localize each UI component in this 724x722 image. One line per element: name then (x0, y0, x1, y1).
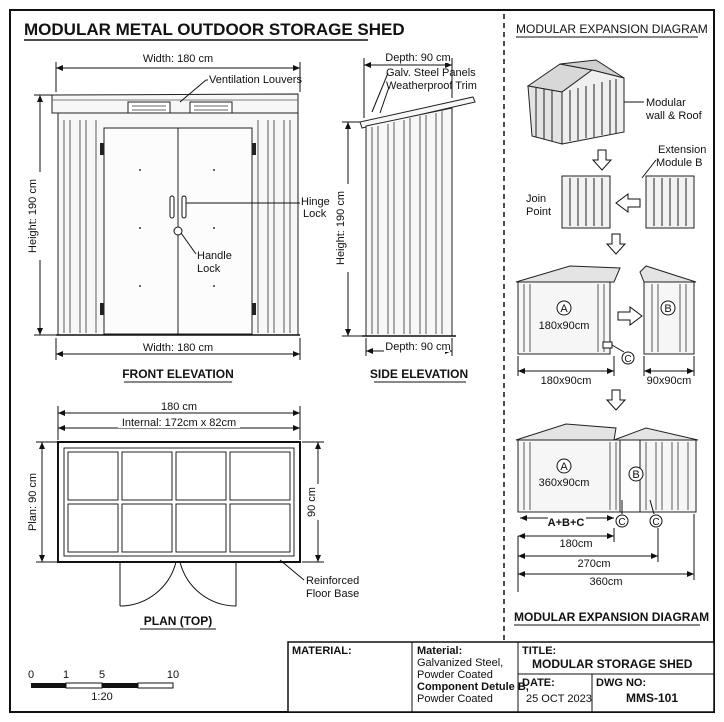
side-height-label: Height: 190 cm (335, 191, 347, 265)
scale-tick-0: 0 (28, 669, 34, 681)
ventilation-louvers-label: Ventilation Louvers (209, 74, 302, 86)
front-width-top-label: Width: 180 cm (143, 53, 213, 65)
plan-left-dim-label: Plan: 90 cm (27, 473, 39, 531)
title-label: TITLE: (522, 645, 556, 657)
door-handle-left (169, 195, 175, 219)
join-point-label-2: Point (526, 206, 551, 218)
date-value: 25 OCT 2023 (526, 693, 592, 705)
front-height-label: Height: 190 cm (27, 179, 39, 253)
handle-lock-label: Lock (197, 263, 221, 275)
side-elevation-caption: SIDE ELEVATION (370, 367, 468, 381)
combined-b-marker: B (632, 469, 639, 481)
door-handle-right (181, 195, 187, 219)
dim-270-label: 270cm (577, 558, 610, 570)
dim-a-label: 180x90cm (541, 375, 592, 387)
expansion-diagram: MODULAR EXPANSION DIAGRAM Modular wall &… (514, 22, 709, 626)
galv-panels-label: Galv. Steel Panels (386, 67, 476, 79)
component-label: Component Detule B, (417, 681, 529, 693)
expansion-title-bottom: MODULAR EXPANSION DIAGRAM (514, 610, 709, 624)
dim-360-label: 360cm (589, 576, 622, 588)
floor-grid (67, 451, 291, 553)
module-a-size: 180x90cm (539, 320, 590, 332)
module-a-elevation (517, 281, 611, 355)
hinge-lock-label: Lock (303, 208, 327, 220)
side-depth-top-label: Depth: 90 cm (385, 52, 450, 64)
dim-b-label: 90x90cm (647, 375, 692, 387)
door-swing (119, 561, 237, 607)
module-b-marker: B (664, 303, 671, 315)
material-line-2: Powder Coated (417, 669, 493, 681)
front-left-door (103, 127, 179, 335)
combined-shed-elevation (517, 439, 697, 513)
floor-base-label-1: Reinforced (306, 575, 359, 587)
material-label: Material: (417, 645, 462, 657)
scale-tick-1: 1 (63, 669, 69, 681)
floor-base-label-2: Floor Base (306, 588, 359, 600)
side-depth-bottom-label: Depth: 90 cm (385, 341, 450, 353)
side-elevation: Depth: 90 cm Galv. Steel Panels Weatherp… (335, 51, 477, 383)
front-right-door (177, 127, 253, 335)
front-elevation-caption: FRONT ELEVATION (122, 367, 234, 381)
door-lock (173, 226, 183, 236)
arrow-left (615, 193, 641, 213)
dwg-label: DWG NO: (596, 677, 646, 689)
module-a-panel (561, 175, 611, 229)
material-head: MATERIAL: (292, 645, 352, 657)
arrow-down-2 (605, 233, 627, 255)
extension-label-1: Extension (658, 144, 706, 156)
plan-overall-label: 180 cm (161, 401, 197, 413)
plan-view: 180 cm Internal: 172cm x 82cm Plan: 90 c… (27, 399, 359, 630)
weatherproof-trim-label: Weatherproof Trim (386, 80, 477, 92)
plan-right-dim-label: 90 cm (306, 487, 318, 517)
arrow-down-1 (591, 149, 613, 171)
combined-a-marker: A (560, 461, 568, 473)
scale-tick-10: 10 (167, 669, 179, 681)
sheet-title: MODULAR METAL OUTDOOR STORAGE SHED (24, 20, 405, 39)
component-line-1: Powder Coated (417, 693, 493, 705)
scale-bar: 0 1 5 10 1:20 (28, 669, 179, 703)
join-point-label-1: Join (526, 193, 546, 205)
arrow-right (617, 306, 643, 326)
module-c-marker-3: C (652, 517, 659, 528)
combined-a-size: 360x90cm (539, 477, 590, 489)
front-left-wall-ribs (63, 120, 291, 333)
hinge-label: Hinge (301, 196, 330, 208)
module-b-panel (645, 175, 695, 229)
dwg-value: MMS-101 (626, 691, 678, 705)
plan-internal-label: Internal: 172cm x 82cm (122, 417, 236, 429)
scale-tick-5: 5 (99, 669, 105, 681)
module-c-marker-2: C (618, 517, 625, 528)
extension-label-2: Module B (656, 157, 702, 169)
plan-caption: PLAN (TOP) (144, 614, 212, 628)
module-b-elevation (643, 281, 695, 355)
abc-label: A+B+C (548, 517, 585, 529)
module-a-marker: A (560, 303, 568, 315)
arrow-down-3 (605, 389, 627, 411)
side-wall-ribs (371, 111, 443, 334)
scale-ratio: 1:20 (91, 691, 112, 703)
title-value: MODULAR STORAGE SHED (532, 657, 693, 671)
expansion-title-top: MODULAR EXPANSION DIAGRAM (516, 22, 708, 36)
modular-label-2: wall & Roof (645, 110, 703, 122)
title-block: MATERIAL: Material: Galvanized Steel, Po… (287, 641, 715, 713)
front-elevation: Width: 180 cm (27, 51, 330, 383)
dim-180-label: 180cm (559, 538, 592, 550)
handle-label: Handle (197, 250, 232, 262)
material-line-1: Galvanized Steel, (417, 657, 503, 669)
date-label: DATE: (522, 677, 555, 689)
front-width-bottom-label: Width: 180 cm (143, 342, 213, 354)
module-c-marker-1: C (624, 354, 631, 365)
iso-shed (526, 59, 625, 145)
modular-label-1: Modular (646, 97, 686, 109)
